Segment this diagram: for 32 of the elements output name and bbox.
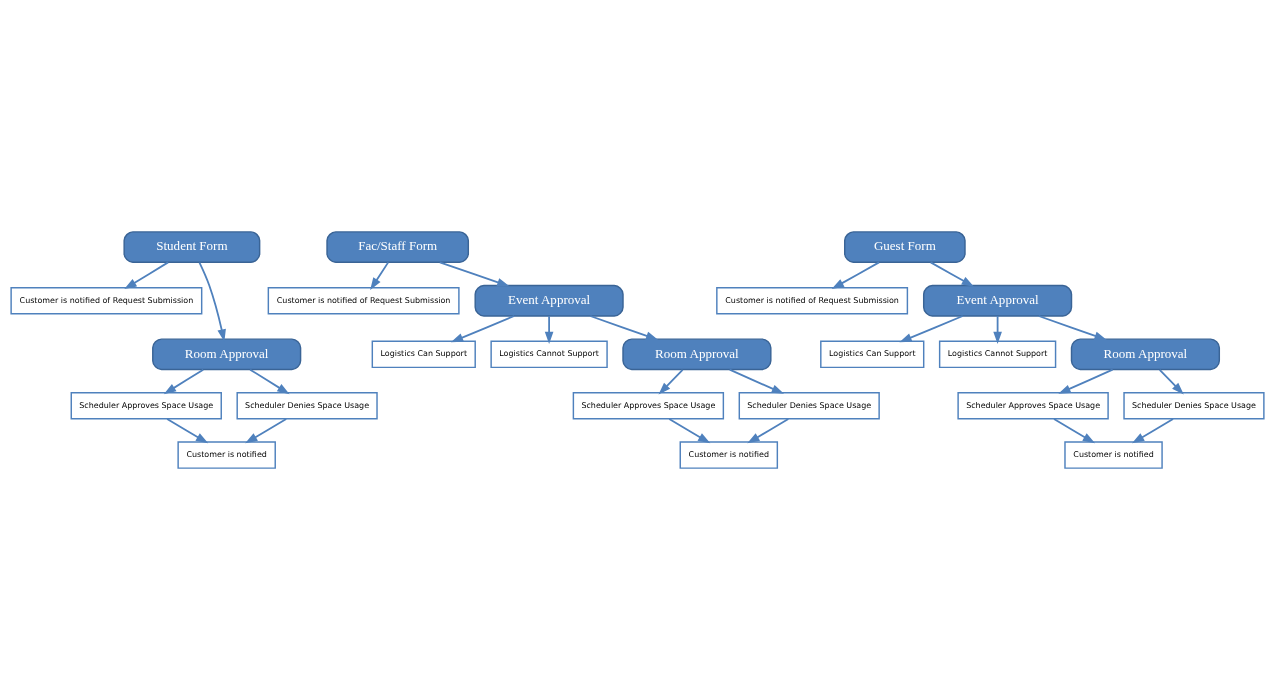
- arrow: [198, 261, 226, 342]
- arrow: [668, 418, 711, 444]
- arrow: [544, 315, 554, 345]
- arrow: [1058, 368, 1114, 394]
- arrow: [245, 418, 288, 444]
- node-box: Event Approval: [922, 284, 1073, 317]
- node-box: Student Form: [123, 231, 261, 264]
- arrow: [728, 368, 785, 394]
- arrow: [166, 418, 209, 444]
- node-box: Room Approval: [622, 338, 772, 371]
- node-box: Fac/Staff Form: [326, 231, 470, 264]
- node-box: Room Approval: [152, 338, 302, 371]
- arrow: [163, 368, 205, 395]
- arrow: [993, 315, 1002, 345]
- node-box: Guest Form: [844, 231, 966, 264]
- arrow: [658, 368, 684, 395]
- arrow: [747, 418, 790, 444]
- arrow: [438, 261, 510, 287]
- arrow: [899, 315, 964, 343]
- arrow: [589, 315, 659, 340]
- arrow: [124, 261, 169, 290]
- arrow: [450, 315, 516, 343]
- node-box: Event Approval: [474, 284, 624, 317]
- arrow: [370, 261, 390, 290]
- arrow: [1037, 315, 1107, 340]
- arrow: [1132, 418, 1174, 444]
- arrow: [831, 261, 880, 289]
- arrow: [1053, 418, 1096, 444]
- arrow: [1158, 368, 1184, 395]
- arrow: [929, 261, 974, 287]
- node-box: Room Approval: [1070, 338, 1221, 371]
- arrow: [249, 368, 290, 395]
